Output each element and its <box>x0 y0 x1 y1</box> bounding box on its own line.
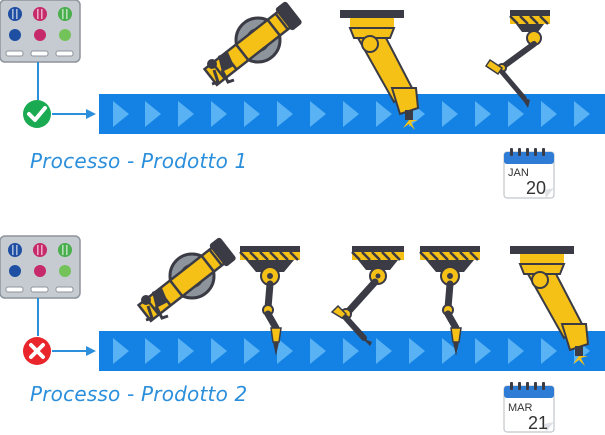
process-row-1: JAN 20 <box>0 0 605 199</box>
calendar-day-2: 21 <box>528 413 548 433</box>
calendar-month-1: JAN <box>508 167 529 179</box>
process-title-2: Processo - Prodotto 2 <box>30 382 248 406</box>
wheel-robot-arm-2 <box>134 235 239 326</box>
process-row-2: MAR 21 <box>0 235 605 433</box>
control-panel-1 <box>0 0 81 63</box>
status-cross-icon <box>23 337 51 365</box>
wheel-robot-arm-1 <box>200 0 305 90</box>
process-title-1: Processo - Prodotto 1 <box>30 149 248 173</box>
status-check-icon <box>23 100 51 128</box>
calendar-icon-2: MAR 21 <box>503 381 555 433</box>
tool-robot-arm-1 <box>486 10 550 108</box>
calendar-day-1: 20 <box>526 178 546 198</box>
calendar-icon-1: JAN 20 <box>503 147 555 199</box>
control-panel-2 <box>0 235 81 299</box>
calendar-month-2: MAR <box>508 402 533 414</box>
